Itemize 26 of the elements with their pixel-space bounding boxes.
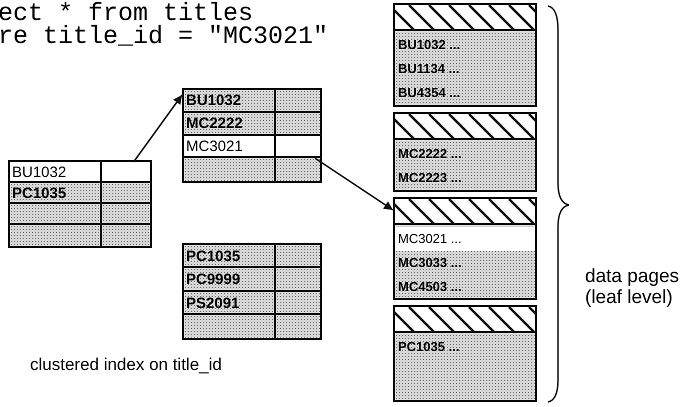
data-row-text: BU1032 ... <box>397 36 462 54</box>
arrow <box>132 94 183 162</box>
index-page <box>8 160 152 248</box>
data-page <box>393 112 537 192</box>
index-page <box>182 243 322 340</box>
index-key: MC2222 <box>184 112 276 136</box>
data-page <box>393 305 537 402</box>
arrow <box>314 158 394 211</box>
data-row-text: MC2223 ... <box>397 169 463 187</box>
data-row-text: BU4354 ... <box>397 84 462 102</box>
data-page <box>393 197 537 300</box>
brace-label: data pages (leaf level) <box>585 266 680 308</box>
data-page <box>393 3 537 107</box>
index-key: BU1032 <box>184 90 276 113</box>
index-key: PC1035 <box>10 183 102 204</box>
data-row: MC3021 ... <box>395 227 535 251</box>
data-row-text: MC2222 ... <box>397 145 463 163</box>
index-key: PC9999 <box>184 268 276 292</box>
index-key: PS2091 <box>184 292 276 315</box>
index-caption: clustered index on title_id <box>30 355 223 375</box>
index-key: PC1035 <box>184 245 276 268</box>
data-row-text: PC1035 ... <box>397 338 460 356</box>
data-row-text: MC4503 ... <box>397 278 463 296</box>
index-page <box>182 88 322 183</box>
data-row-text: MC3033 ... <box>397 254 463 272</box>
data-row-text: BU1134 ... <box>397 60 460 78</box>
